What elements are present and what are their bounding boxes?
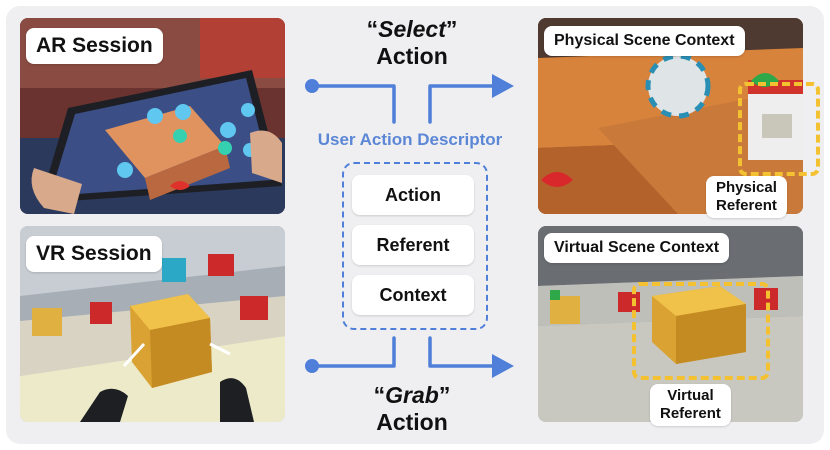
- grab-input-connector: [310, 336, 396, 368]
- physical-scene-label: Physical Scene Context: [544, 26, 745, 56]
- user-action-descriptor-title: User Action Descriptor: [317, 130, 503, 149]
- physical-referent-line1: Physical: [716, 179, 777, 196]
- select-source-dot: [305, 79, 319, 93]
- ar-session-image: [20, 18, 285, 214]
- virtual-referent-highlight: [632, 282, 770, 380]
- grab-arrowhead: [492, 354, 514, 378]
- grab-output-connector: [428, 336, 496, 368]
- grab-action-line2: Action: [376, 409, 448, 435]
- virtual-referent-line1: Virtual: [667, 387, 714, 404]
- grab-source-dot: [305, 359, 319, 373]
- physical-referent-line2: Referent: [716, 197, 777, 214]
- select-arrowhead: [492, 74, 514, 98]
- select-action-title: “Select” Action: [312, 16, 512, 70]
- descriptor-item-context: Context: [352, 275, 474, 315]
- select-output-connector: [428, 84, 496, 124]
- physical-referent-label: Physical Referent: [706, 176, 787, 218]
- descriptor-item-referent: Referent: [352, 225, 474, 265]
- ar-session-label: AR Session: [26, 28, 163, 64]
- descriptor-dashed-box: [342, 162, 488, 330]
- select-action-line1: “Select”: [366, 16, 458, 42]
- descriptor-item-action: Action: [352, 175, 474, 215]
- grab-action-title: “Grab” Action: [312, 382, 512, 436]
- select-action-line2: Action: [376, 43, 448, 69]
- physical-referent-highlight: [738, 82, 820, 176]
- virtual-scene-illustration: [538, 226, 803, 422]
- vr-session-label: VR Session: [26, 236, 162, 272]
- select-input-connector: [310, 84, 396, 124]
- ar-session-illustration: [20, 18, 285, 214]
- virtual-referent-label: Virtual Referent: [650, 384, 731, 426]
- grab-action-line1: “Grab”: [373, 382, 451, 408]
- virtual-referent-line2: Referent: [660, 405, 721, 422]
- virtual-scene-image: [538, 226, 803, 422]
- virtual-scene-label: Virtual Scene Context: [544, 233, 730, 263]
